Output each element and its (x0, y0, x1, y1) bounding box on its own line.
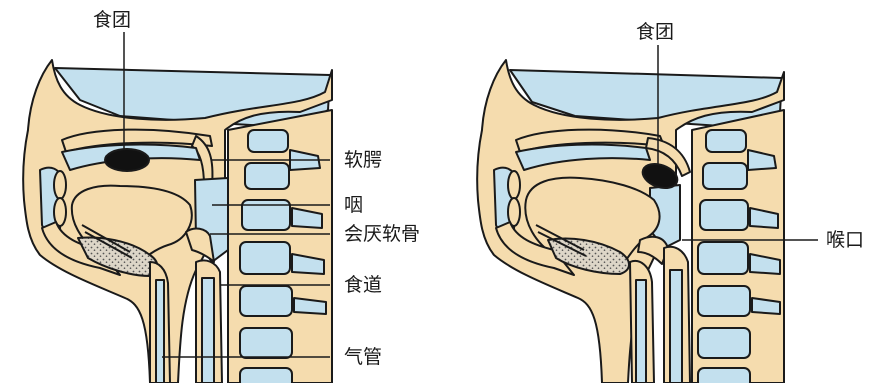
vertebra (703, 163, 747, 189)
label-larynx-opening: 喉口 (826, 229, 864, 251)
trachea-lumen (156, 280, 164, 383)
vertebra (698, 368, 750, 383)
esophagus-lumen (202, 278, 214, 383)
vertebra (700, 200, 748, 230)
left-panel (23, 60, 332, 383)
vertebra (698, 286, 750, 316)
vertebra (698, 242, 748, 274)
vertebra (240, 242, 290, 274)
vertebra (245, 163, 289, 189)
vertebra (240, 328, 292, 358)
label-soft-palate: 软腭 (344, 149, 382, 171)
label-esophagus: 食道 (344, 274, 382, 296)
label-trachea: 气管 (344, 346, 382, 368)
vertebra (240, 286, 292, 316)
right-panel (477, 60, 784, 383)
vertebra (240, 368, 292, 383)
label-pharynx: 咽 (344, 194, 363, 216)
trachea-lumen (636, 280, 646, 383)
label-epiglottis: 会厌软骨 (344, 223, 420, 245)
esophagus-lumen (670, 270, 682, 383)
tooth-upper (54, 171, 66, 199)
tooth-upper (508, 171, 520, 199)
food-bolus-left (105, 149, 149, 171)
vertebra (698, 328, 750, 358)
vertebra (706, 130, 746, 152)
label-bolus-left: 食团 (93, 9, 131, 31)
vertebra (248, 130, 288, 152)
label-bolus-right: 食团 (636, 21, 674, 43)
